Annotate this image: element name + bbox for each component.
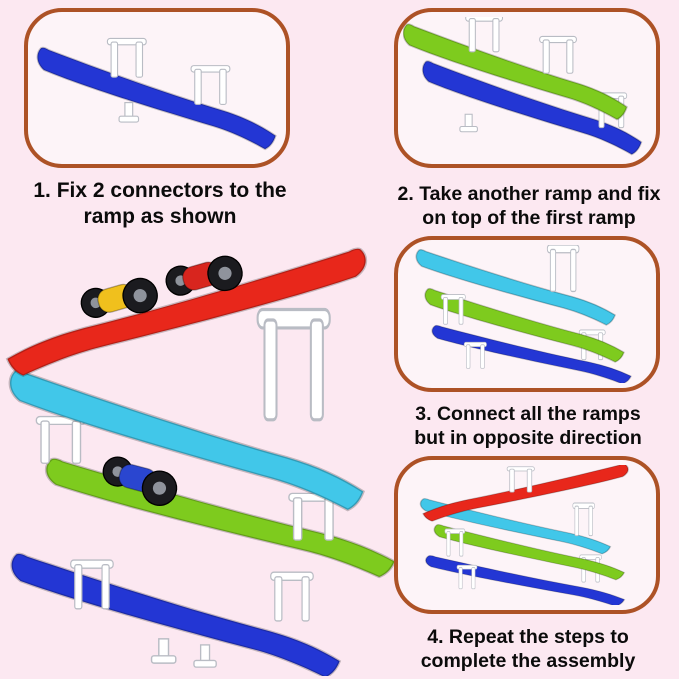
connector-icon <box>465 17 504 53</box>
connector-icon <box>190 65 231 105</box>
connector-icon <box>456 564 478 590</box>
step-3-caption: 3. Connect all the ramps but in opposite… <box>392 402 664 450</box>
step-2-caption: 2. Take another ramp and fix on top of t… <box>390 182 668 230</box>
step-3-caption-line-1: 3. Connect all the ramps <box>415 403 641 425</box>
step-4-caption-line-1: 4. Repeat the steps to <box>427 626 629 648</box>
connector-icon <box>106 37 147 78</box>
step-1-caption-line-1: 1. Fix 2 connectors to the <box>33 179 287 202</box>
connector-icon <box>35 415 86 464</box>
step-2-caption-line-1: 2. Take another ramp and fix <box>397 183 661 205</box>
step-4-caption: 4. Repeat the steps to complete the asse… <box>394 625 662 673</box>
step-4-panel <box>394 456 660 614</box>
connector-icon <box>539 35 577 74</box>
support-foot-icon <box>193 644 217 668</box>
step-1-caption: 1. Fix 2 connectors to the ramp as shown <box>8 178 312 230</box>
step-3-panel <box>394 236 660 392</box>
support-foot-icon <box>150 638 177 664</box>
connector-icon <box>256 307 332 422</box>
support-foot-icon <box>459 113 478 133</box>
connector-icon <box>270 571 314 622</box>
connector-icon <box>572 502 596 537</box>
connector-icon <box>444 528 466 557</box>
step-1-caption-line-2: ramp as shown <box>83 205 237 229</box>
assembled-tower-illustration <box>5 247 396 679</box>
support-foot-icon <box>118 102 140 123</box>
step-2-illustration <box>403 17 643 156</box>
step-1-panel <box>24 8 290 168</box>
step-3-illustration <box>415 245 632 383</box>
assembled-product-image <box>0 238 396 679</box>
step-2-caption-line-2: on top of the first ramp <box>422 207 636 230</box>
blue-ramp <box>36 46 277 151</box>
connector-icon <box>546 245 580 293</box>
step-2-panel <box>394 8 660 168</box>
step-3-caption-line-2: but in opposite direction <box>414 427 642 450</box>
step-1-illustration <box>36 37 277 151</box>
connector-icon <box>463 341 487 369</box>
step-4-illustration <box>419 465 629 605</box>
step-4-caption-line-2: complete the assembly <box>420 650 636 673</box>
red-ramp <box>422 465 629 522</box>
green-ramp <box>44 457 396 579</box>
